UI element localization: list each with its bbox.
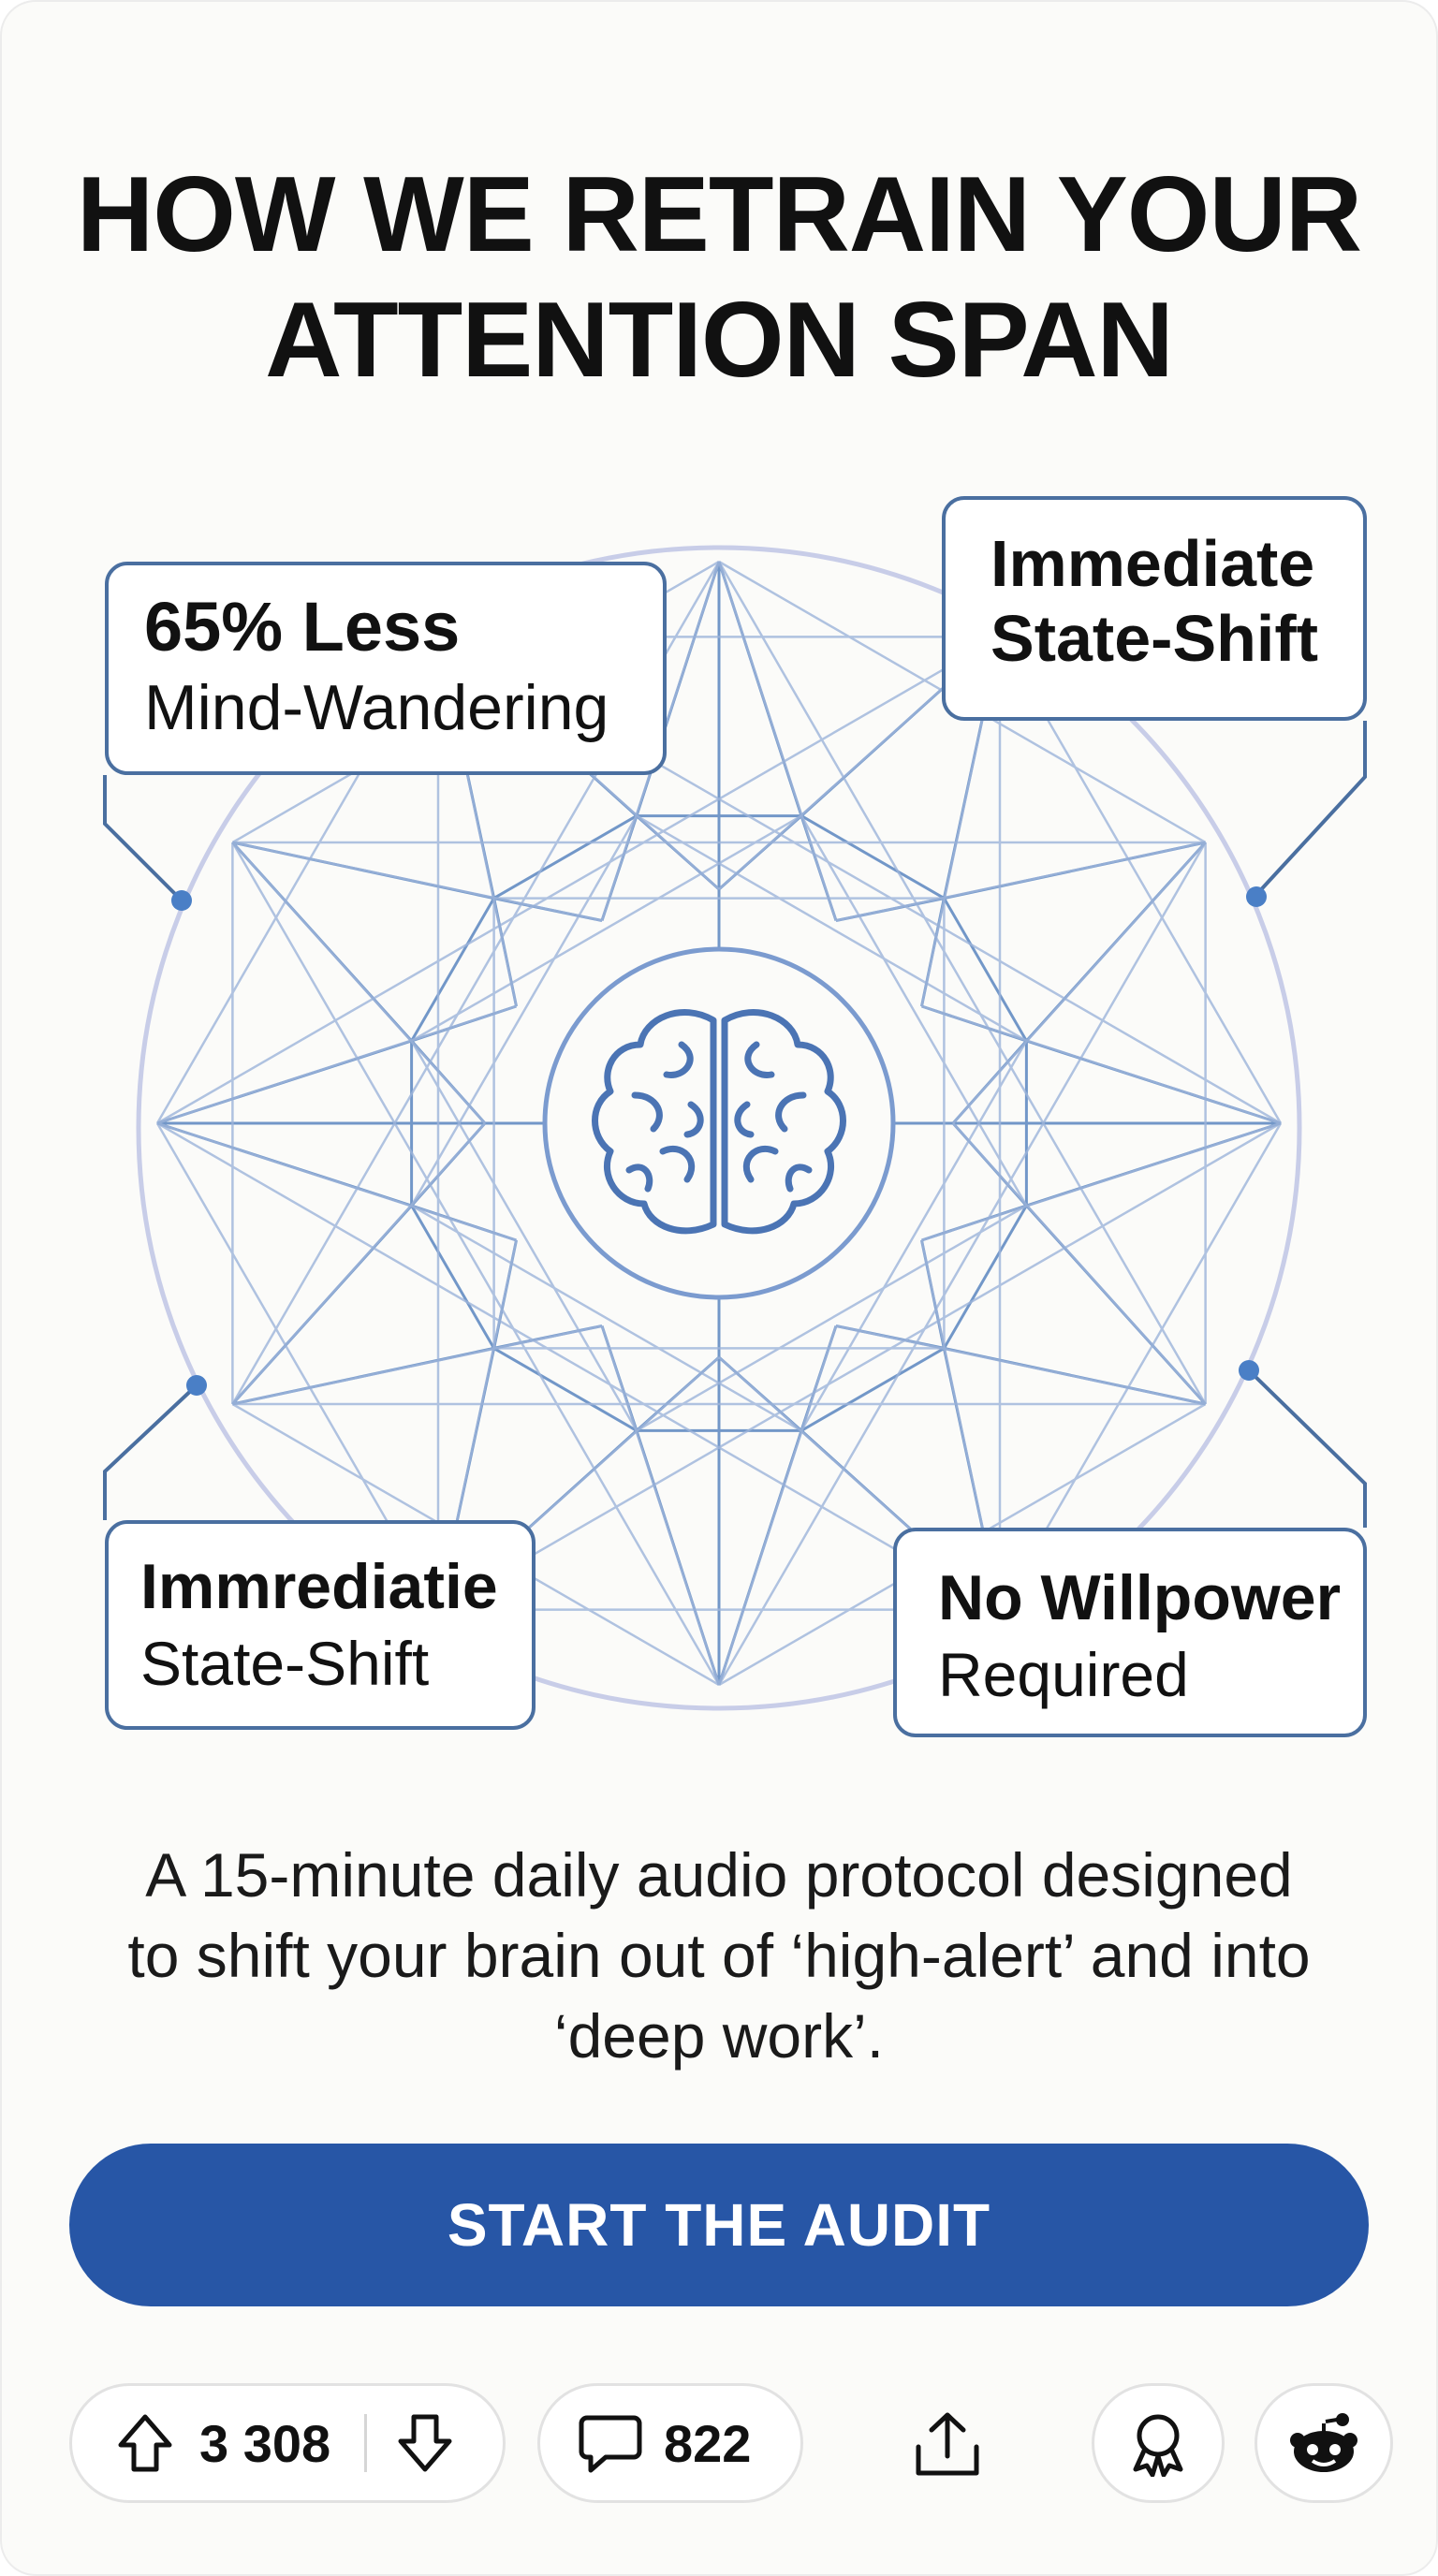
geometry-line [410,814,802,1043]
share-icon [911,2409,984,2481]
callout-bold-text: 65% Less [144,588,461,666]
callout-state-shift: Immediate State-Shift [942,496,1367,721]
geometry-line [410,1205,495,1350]
geometry-line [232,1325,603,1406]
description-text: A 15-minute daily audio protocol designe… [127,1840,1311,2071]
geometry-line [437,1121,1282,1611]
callout-text: State-Shift [140,1629,430,1698]
geometry-line [156,1004,517,1125]
geometry-line [231,842,486,1124]
geometry-line [921,1004,1282,1125]
start-audit-button[interactable]: START THE AUDIT [69,2144,1369,2306]
callout-mind-wandering: 65% Less Mind-Wandering [105,562,667,775]
callout-no-willpower: No Willpower Required [893,1528,1367,1737]
geometry-line [156,1121,1001,1611]
callout-bold-text: No Willpower [938,1562,1342,1633]
geometry-line [800,1347,946,1432]
comment-count: 822 [664,2413,752,2473]
geometry-line [835,1325,1206,1406]
geometry-line [410,814,638,1207]
page-title-line1: HOW WE RETRAIN YOUR [76,155,1362,274]
callout-connectors [103,721,1367,1528]
geometry-line [943,897,1028,1042]
geometry-line [800,814,946,900]
share-button[interactable] [899,2396,996,2494]
geometry-line [952,842,1207,1124]
callout-bold-text: Immrediatie [140,1551,498,1622]
geometry-line [921,1121,1282,1242]
geometry-line [492,1347,638,1432]
award-ribbon-icon [1126,2409,1190,2477]
page-title-line2: ATTENTION SPAN [265,281,1174,400]
callout-text: Mind-Wandering [144,672,609,743]
comment-bubble-icon [578,2412,643,2474]
geometry-line [410,897,495,1042]
vote-bar: 3 308 [69,2383,506,2503]
geometry-line [717,561,1207,1405]
geometry-line [952,1122,1207,1405]
geometry-line [636,1204,1028,1432]
callout-state-shift-2: Immrediatie State-Shift [105,1520,536,1730]
award-button[interactable] [1092,2383,1225,2503]
center-circle [542,946,896,1300]
geometry-line [492,814,638,900]
geometry-line [717,842,1207,1686]
outer-ring [136,545,1302,1711]
geometry-line [156,636,1001,1125]
vote-divider [364,2414,368,2472]
geometry-line [717,1325,838,1686]
geometry-line [600,1325,721,1686]
geometry-line [717,561,838,921]
reddit-alien-icon [1288,2410,1359,2476]
geometry-line [156,1121,517,1242]
downvote-arrow-icon[interactable] [395,2411,455,2475]
profile-button[interactable] [1255,2383,1393,2503]
geometry-line [800,1040,1028,1432]
geometry-line [232,841,603,922]
geometry-line [800,814,1028,1207]
geometry-line [231,1122,486,1405]
upvote-arrow-icon[interactable] [115,2411,175,2475]
brain-icon [592,1009,846,1235]
geometry-line [410,1204,802,1432]
comments-button[interactable]: 822 [537,2383,803,2503]
callout-bold-text: Immediate [990,527,1315,600]
geometry-line [231,842,721,1686]
callout-bold-text-2: State-Shift [990,602,1318,675]
callout-text: Required [938,1640,1189,1709]
geometry-line [410,1040,638,1432]
callout-dots [171,886,1267,1396]
geometry-line [835,841,1206,922]
geometry-line [636,814,1028,1043]
geometry-line [943,1205,1028,1350]
vote-count: 3 308 [199,2413,331,2473]
